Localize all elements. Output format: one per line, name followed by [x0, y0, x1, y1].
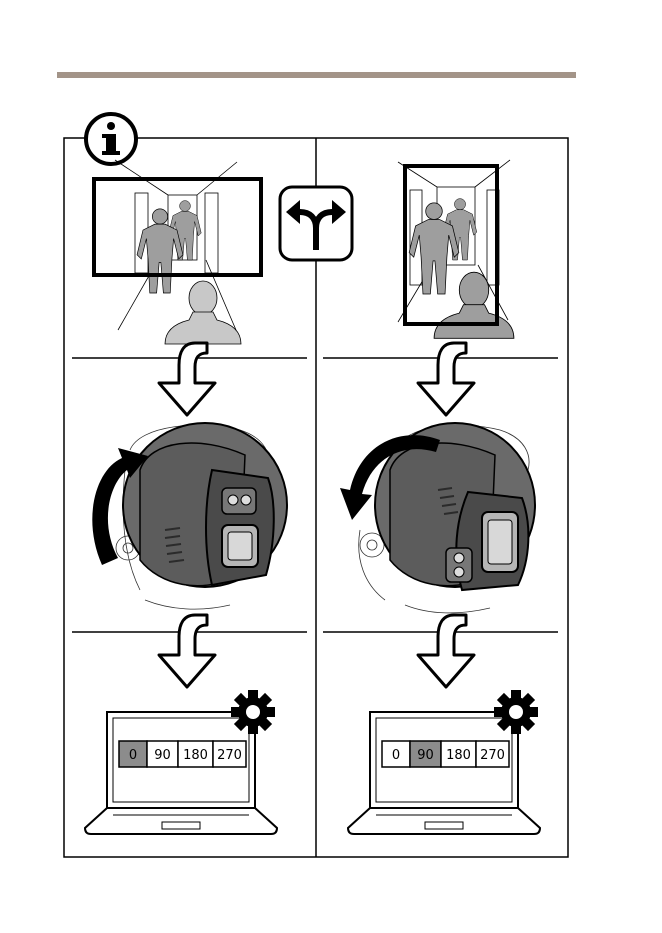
rotation-option-label: 270	[217, 748, 242, 763]
split-arrow-icon	[280, 187, 352, 260]
rotation-option-label: 180	[446, 748, 471, 763]
laptop-left: 0 90 180 270	[85, 690, 277, 834]
rotation-option-label: 0	[129, 748, 137, 763]
gear-icon	[494, 690, 538, 734]
curved-down-arrow-icon	[159, 343, 215, 415]
header-rule	[57, 72, 576, 78]
rotation-selector-left: 0 90 180 270	[119, 741, 246, 767]
laptop-right: 0 90 180 270	[348, 690, 540, 834]
camera-left	[92, 423, 287, 609]
gear-icon	[231, 690, 275, 734]
rotation-option-label: 90	[154, 748, 171, 763]
rotation-option-label: 90	[417, 748, 434, 763]
portrait-scene	[398, 160, 514, 338]
camera-right	[340, 423, 535, 613]
curved-down-arrow-icon	[159, 615, 215, 687]
rotation-option-label: 0	[392, 748, 400, 763]
landscape-scene	[94, 160, 261, 344]
info-icon	[86, 114, 136, 164]
rotation-option-label: 180	[183, 748, 208, 763]
curved-down-arrow-icon	[418, 343, 474, 415]
curved-down-arrow-icon	[418, 615, 474, 687]
rotation-option-label: 270	[480, 748, 505, 763]
rotation-selector-right: 0 90 180 270	[382, 741, 509, 767]
